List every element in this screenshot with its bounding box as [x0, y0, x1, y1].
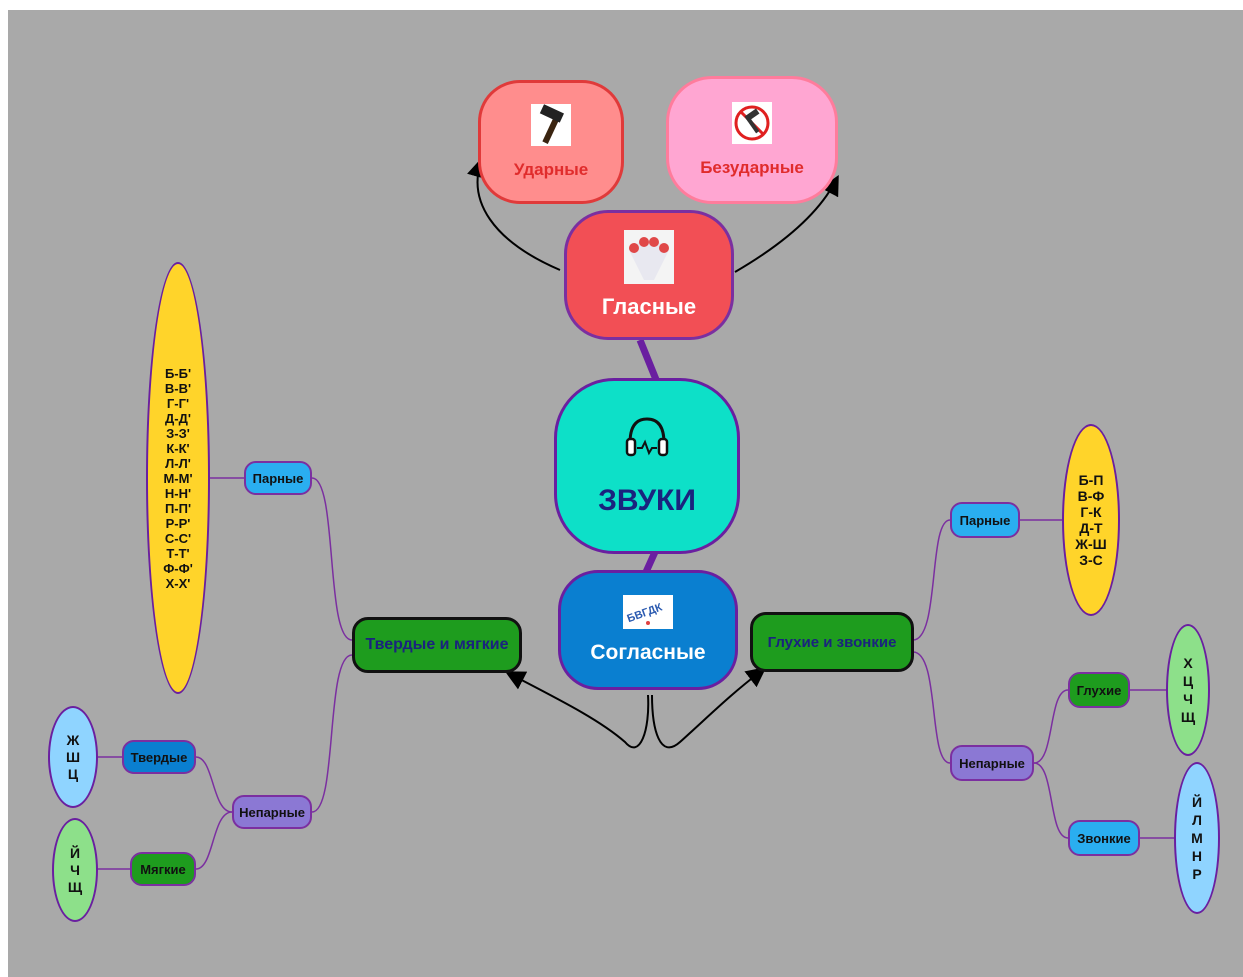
voiced-letters: Й Л М Н Р	[1174, 762, 1220, 914]
hard-node[interactable]: Твердые	[122, 740, 196, 774]
link-voiced-paired	[912, 519, 951, 641]
voiced-unpaired-node[interactable]: Непарные	[950, 745, 1034, 781]
link-unpaired-voiceless	[1033, 689, 1069, 764]
stressed-node[interactable]: Ударные	[478, 80, 624, 204]
voiceless-letters: Х Ц Ч Щ	[1166, 624, 1210, 756]
link-hardsoft-unpaired	[311, 654, 353, 813]
stressed-label: Ударные	[513, 160, 589, 179]
unstressed-node[interactable]: Безударные	[666, 76, 838, 204]
voiced-unpaired-label: Непарные	[959, 755, 1025, 771]
voiced-paired-letters-text: Б-П В-Ф Г-К Д-Т Ж-Ш З-С	[1075, 472, 1107, 568]
hard-soft-label: Твердые и мягкие	[365, 636, 509, 653]
soft-letters: Й Ч Щ	[52, 818, 98, 922]
link-unpaired-soft	[195, 811, 233, 870]
voiced-node[interactable]: Звонкие	[1068, 820, 1140, 856]
voiced-paired-letters: Б-П В-Ф Г-К Д-Т Ж-Ш З-С	[1062, 424, 1120, 616]
link-voiced-unpaired	[912, 651, 951, 764]
voiced-voiceless-label: Глухие и звонкие	[767, 633, 897, 651]
letters-fan-icon	[624, 230, 674, 284]
link-hardsoft-paired	[311, 477, 353, 641]
arrow-to-stressed	[467, 157, 561, 271]
hard-soft-unpaired-node[interactable]: Непарные	[232, 795, 312, 829]
arrow-to-voiced-voiceless	[651, 667, 767, 749]
hammer-icon	[531, 104, 571, 146]
soft-label: Мягкие	[140, 861, 186, 877]
vowels-label: Гласные	[601, 294, 697, 319]
voiceless-letters-text: Х Ц Ч Щ	[1180, 655, 1196, 725]
center-node[interactable]: ЗВУКИ	[554, 378, 740, 554]
hard-soft-paired-label: Парные	[252, 470, 304, 486]
link-unpaired-voiced	[1033, 762, 1069, 839]
link-center-consonants	[642, 550, 659, 574]
hard-soft-paired-letters-text: Б-Б' В-В' Г-Г' Д-Д' З-З' К-К' Л-Л' М-М' …	[163, 365, 193, 591]
link-unpaired-hard	[195, 756, 233, 813]
hard-label: Твердые	[130, 749, 188, 765]
link-vowels-center	[636, 338, 661, 384]
hard-letters-text: Ж Ш Ц	[65, 731, 81, 782]
arrow-to-hard-soft	[504, 671, 650, 749]
consonants-node[interactable]: БВГДК Согласные	[558, 570, 738, 690]
voiced-letters-text: Й Л М Н Р	[1191, 794, 1203, 882]
vowels-node[interactable]: Гласные	[564, 210, 734, 340]
arrow-to-unstressed	[734, 174, 839, 273]
unstressed-label: Безударные	[700, 158, 804, 177]
voiced-label: Звонкие	[1077, 830, 1131, 846]
hard-soft-unpaired-label: Непарные	[239, 804, 305, 820]
hard-soft-paired-letters: Б-Б' В-В' Г-Г' Д-Д' З-З' К-К' Л-Л' М-М' …	[146, 262, 210, 694]
consonants-label: Согласные	[590, 641, 706, 664]
hard-soft-paired-node[interactable]: Парные	[244, 461, 312, 495]
no-hammer-icon	[732, 102, 772, 144]
voiced-paired-node[interactable]: Парные	[950, 502, 1020, 538]
center-label: ЗВУКИ	[598, 483, 696, 517]
headphones-icon	[624, 415, 670, 464]
soft-letters-text: Й Ч Щ	[67, 844, 83, 895]
voiced-paired-label: Парные	[959, 512, 1011, 528]
svg-text:БВГДК: БВГДК	[626, 601, 665, 625]
hard-letters: Ж Ш Ц	[48, 706, 98, 808]
voiceless-node[interactable]: Глухие	[1068, 672, 1130, 708]
voiced-voiceless-node[interactable]: Глухие и звонкие	[750, 612, 914, 672]
soft-node[interactable]: Мягкие	[130, 852, 196, 886]
voiceless-label: Глухие	[1076, 682, 1122, 698]
hard-soft-node[interactable]: Твердые и мягкие	[352, 617, 522, 673]
letters-fan-icon: БВГДК	[623, 595, 673, 629]
